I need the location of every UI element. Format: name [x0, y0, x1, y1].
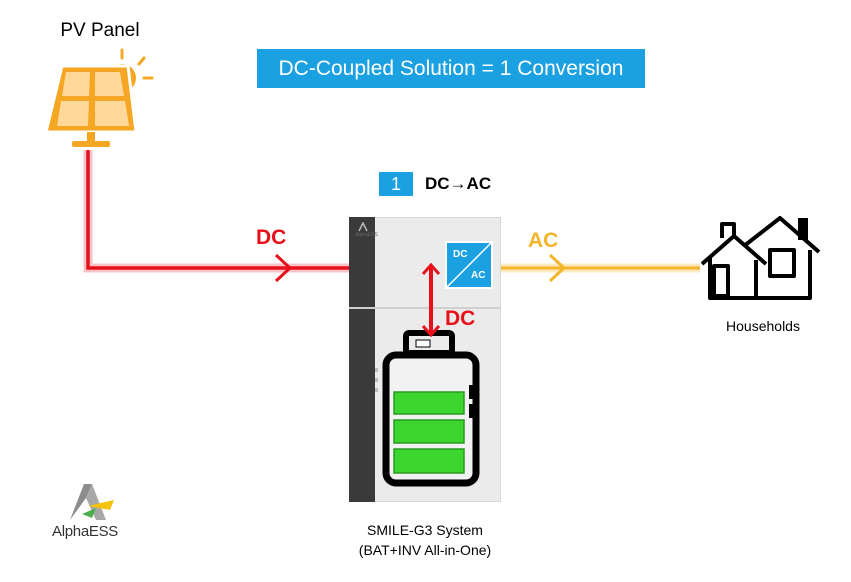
device-dark-side [349, 217, 375, 502]
dc-flow-label: DC [256, 226, 287, 249]
battery-dc-label: DC [445, 307, 476, 330]
battery-dc-flow [421, 262, 441, 338]
system-name: SMILE-G3 System [367, 522, 483, 538]
solution-title: DC-Coupled Solution = 1 Conversion [257, 49, 645, 88]
households-label: Households [726, 318, 800, 334]
device-logo-icon [358, 222, 368, 232]
device-divider [349, 307, 501, 309]
converter-ac-text: AC [471, 270, 486, 281]
system-description: (BAT+INV All-in-One) [358, 542, 492, 558]
device-led [375, 388, 378, 392]
ac-arrowhead [548, 253, 567, 283]
battery-icon [382, 330, 480, 487]
device-brand-text: AlphaESS [355, 232, 378, 238]
step-conversion-text: DC→AC [425, 174, 492, 193]
solar-panel-icon [44, 48, 154, 147]
dc-ac-converter: DC AC [445, 241, 493, 289]
alphaess-logo-text: AlphaESS [52, 523, 118, 540]
pv-panel-label: PV Panel [60, 20, 140, 41]
system-caption: SMILE-G3 System (BAT+INV All-in-One) [320, 520, 530, 560]
dc-flow-line [83, 150, 440, 273]
dc-arrowhead [274, 253, 293, 283]
ac-flow-label: AC [528, 229, 559, 252]
converter-diagonal-icon [447, 243, 491, 287]
device-led [375, 378, 378, 382]
step-number-badge: 1 [379, 172, 413, 196]
converter-dc-text: DC [453, 249, 468, 260]
device-led [375, 368, 378, 372]
alphaess-logo-icon [70, 484, 114, 520]
house-icon [700, 216, 821, 300]
